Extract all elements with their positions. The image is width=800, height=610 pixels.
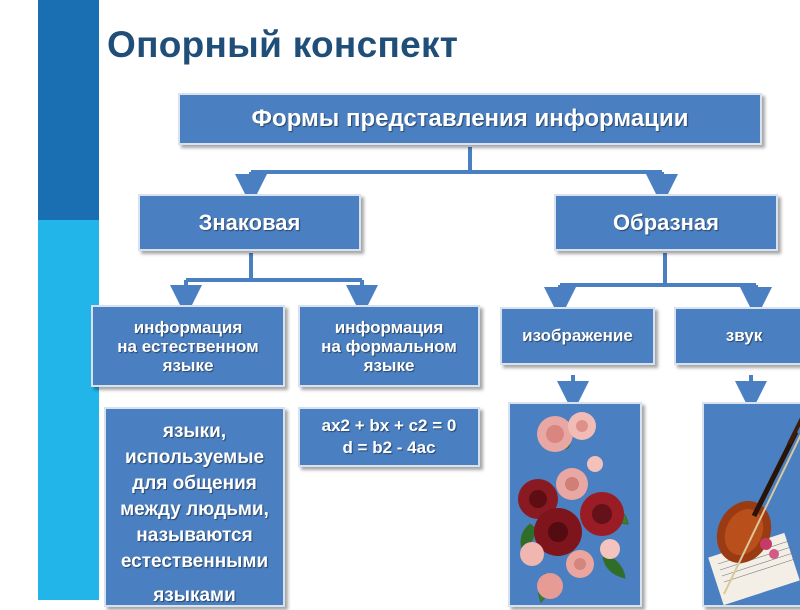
node-natural-line-2: на естественном	[117, 336, 259, 356]
node-formal-line-1: информация	[334, 317, 444, 337]
flowers-illustration-icon	[518, 412, 629, 603]
natural-desc-line-6: естественными	[120, 551, 269, 572]
flowers-image	[508, 402, 642, 607]
node-natural-line-1: информация	[133, 317, 243, 337]
natural-desc-line-5: называются	[136, 525, 253, 546]
node-formal-line-2: на формальном	[321, 336, 457, 356]
natural-desc-line-1: языки,	[162, 421, 227, 442]
node-sign: Знаковая	[138, 194, 361, 251]
node-natural-description: языки, используемые для общения между лю…	[104, 407, 285, 607]
node-natural-language: информация на естественном языке	[91, 305, 285, 387]
formula-line-1: ax2 + bx + c2 = 0	[321, 416, 457, 435]
violin-illustration-icon	[708, 417, 800, 606]
natural-desc-line-4: между людьми,	[120, 499, 269, 520]
node-figurative: Образная	[554, 194, 778, 251]
violin-image	[702, 402, 800, 607]
natural-desc-line-2: используемые	[124, 447, 265, 468]
root-node: Формы представления информации	[178, 93, 762, 145]
formula-line-2: d = b2 - 4ac	[342, 438, 436, 457]
node-image: изображение	[500, 307, 655, 365]
node-formula: ax2 + bx + c2 = 0 d = b2 - 4ac	[298, 407, 480, 467]
node-formal-language: информация на формальном языке	[298, 305, 480, 387]
sidebar-accent-top	[38, 0, 99, 220]
node-sound: звук	[674, 307, 800, 365]
page-title: Опорный конспект	[107, 24, 459, 65]
node-formal-line-3: языке	[363, 355, 415, 375]
natural-desc-line-7: языками	[153, 585, 236, 606]
sidebar-accent-bottom	[38, 220, 99, 600]
natural-desc-line-3: для общения	[132, 473, 257, 494]
node-natural-line-3: языке	[162, 355, 214, 375]
